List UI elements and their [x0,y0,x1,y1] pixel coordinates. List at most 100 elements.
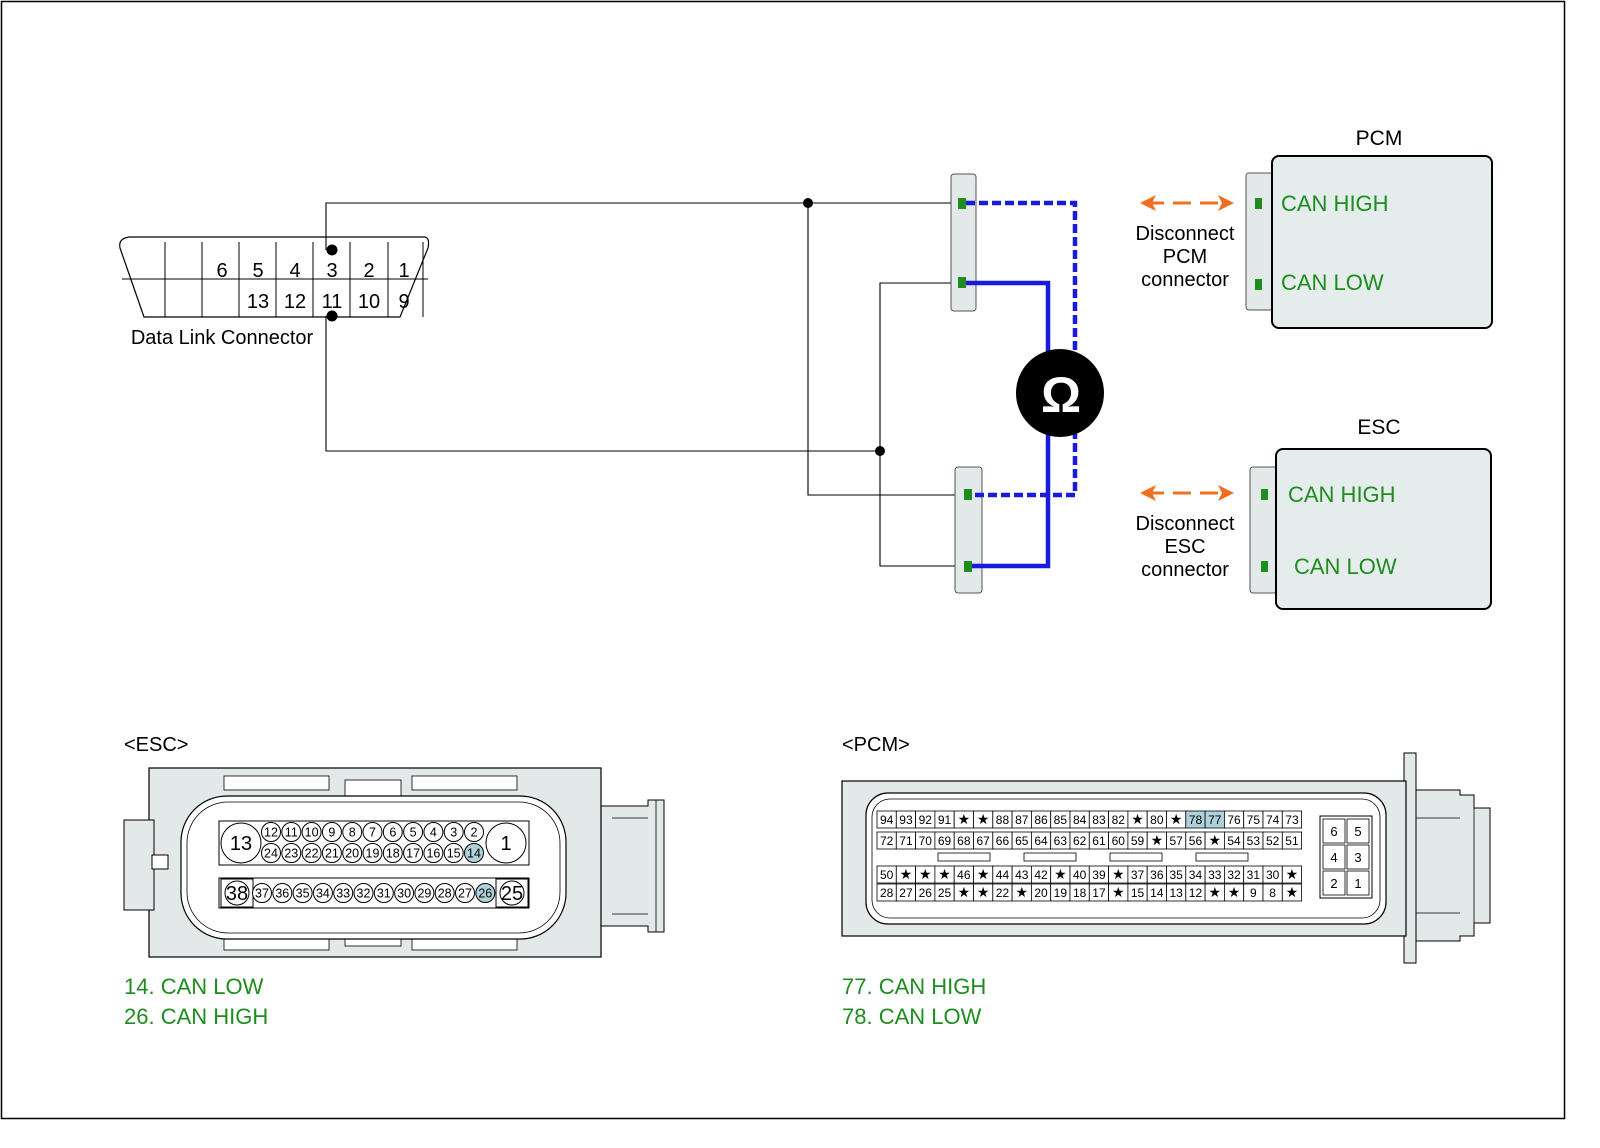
esc-pin-socket [403,843,424,863]
esc-pin-number: 5 [410,826,417,840]
esc-pin: 23 [281,843,302,863]
esc-pin-socket [464,822,484,842]
pcm-key-slot-1 [937,852,991,862]
pcm-small-pin-number: 1 [1354,876,1361,891]
pcm-pin: 72 [876,831,897,850]
pcm-can-high-label: CAN HIGH [1281,191,1389,216]
esc-pin-socket [312,883,333,903]
pcm-pin-number: 54 [1227,834,1241,848]
pcm-pin: 9 [1243,883,1264,902]
pcm-pin: 20 [1031,883,1052,902]
pcm-pin: 92 [915,810,936,829]
esc-pin-number: 14 [467,847,481,861]
pcm-pin-unused-star: ★ [1015,884,1028,900]
esc-connector-title: <ESC> [124,734,188,756]
esc-pin-number: 24 [264,847,278,861]
esc-pin-number: 31 [377,887,391,901]
pcm-pin: 13 [1166,883,1187,902]
pcm-pin-socket [1281,865,1303,884]
pcm-pin: 70 [915,831,936,850]
pcm-pin: ★ [1050,865,1071,884]
pcm-pin-number: 85 [1054,813,1068,827]
pcm-pin: 57 [1166,831,1187,850]
pcm-pin-number: 64 [1034,834,1048,848]
esc-pin-socket [423,843,444,863]
pcm-pin: 18 [1069,883,1090,902]
esc-pin: 21 [321,843,342,863]
esc-module-plug [1249,466,1279,594]
pcm-pin: 63 [1050,831,1071,850]
pcm-pin-number: 19 [1054,886,1068,900]
pcm-pin-low [1255,279,1262,290]
esc-pin: 8 [342,822,363,842]
pcm-pin-socket [1281,810,1303,829]
esc-harness-connector [954,466,983,594]
esc-pin-socket [321,822,342,842]
esc-pin-number: 23 [284,847,298,861]
pcm-pin-number: 92 [919,813,933,827]
pcm-pin-number: 40 [1073,868,1087,882]
pcm-pin: ★ [953,810,974,829]
pcm-harness-pin-high [958,198,966,209]
esc-pin-socket [455,883,475,903]
pcm-pin-number: 42 [1034,868,1048,882]
pcm-pin: ★ [934,865,955,884]
pcm-can-low-label: CAN LOW [1281,270,1384,295]
esc-pin-ring [499,880,525,906]
pcm-pin-number: 8 [1269,886,1276,900]
esc-pin-number: 10 [305,826,319,840]
pcm-pin: 75 [1243,810,1264,829]
pcm-pin-number: 46 [957,868,971,882]
esc-pin: 15 [443,843,464,863]
esc-pin: 14 [464,843,484,863]
pcm-arrow-left-head [1140,195,1156,211]
pcm-pin-number: 32 [1227,868,1241,882]
pcm-pin-number: 35 [1169,868,1183,882]
esc-pin: 20 [342,843,363,863]
pcm-pin: 56 [1185,831,1206,850]
esc-pin-socket [423,822,444,842]
esc-pin-socket [321,843,342,863]
pcm-pin-number: 36 [1150,868,1164,882]
ohm-symbol: Ω [1041,367,1081,423]
esc-pin: 38 [220,878,254,908]
esc-pin-socket [292,883,313,903]
esc-top-slot-left [223,775,330,791]
ohmmeter: Ω [1016,349,1104,437]
pcm-pin: ★ [895,865,916,884]
esc-pin-socket [373,883,394,903]
dlc-pin-grid [164,242,424,317]
pcm-pin-number: 70 [919,834,933,848]
pcm-pin: ★ [1108,883,1129,902]
pcm-pin: 88 [992,810,1013,829]
esc-pin-number: 7 [369,826,376,840]
pcm-pin: 83 [1088,810,1110,829]
dlc-pin11-probe-dot [326,310,338,322]
pcm-pin-number: 71 [899,834,913,848]
esc-pin: 34 [312,883,333,903]
esc-pin: 19 [362,843,383,863]
esc-pin: 9 [321,822,342,842]
ohmmeter-icon [1016,349,1104,437]
esc-module: ESC CAN HIGH CAN LOW Disconnect ESC conn… [1136,416,1492,610]
esc-pin-number: 30 [397,887,411,901]
pcm-pin-number: 67 [976,834,990,848]
pcm-pin-number: 84 [1073,813,1087,827]
esc-pin-socket [272,883,293,903]
pcm-pin: 30 [1262,865,1283,884]
pcm-pin-number: 26 [919,886,933,900]
esc-disconnect-arrow [1140,485,1234,501]
pcm-pin-number: 80 [1150,813,1164,827]
pcm-pin-socket [1281,831,1303,850]
pcm-pin-number: 93 [899,813,913,827]
pcm-instruction-line3: connector [1141,269,1229,291]
pcm-pin-number: 68 [957,834,971,848]
pcm-small-pin-socket [1346,870,1370,896]
pcm-harness-connector [950,173,977,312]
dlc-pin-label: 3 [326,260,337,282]
pcm-pin-unused-star: ★ [938,866,951,882]
